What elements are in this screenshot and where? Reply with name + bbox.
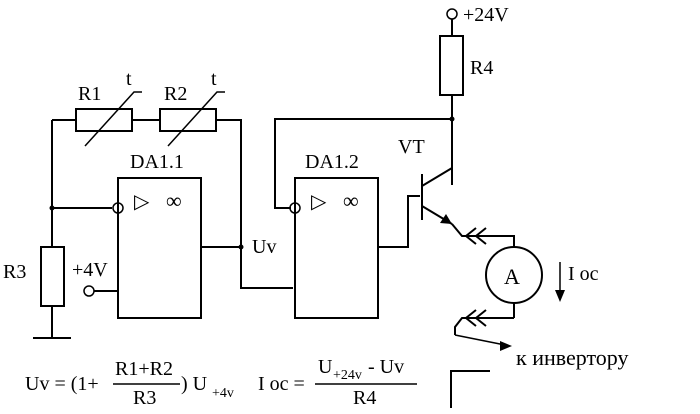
formula-uv: Uv = (1+ R1+R2 R3 ) U +4v (25, 358, 234, 409)
formula-ioc-num-u: U (318, 356, 333, 378)
da11-label: DA1.1 (130, 151, 184, 173)
inverter-wire (454, 334, 506, 346)
inverter-arrow-icon (500, 341, 512, 351)
thermistor-r1-mark (84, 91, 142, 147)
da11-infinity-icon: ∞ (166, 188, 182, 213)
formula-uv-lhs: Uv = (1+ (25, 373, 99, 395)
ammeter-label: A (504, 264, 520, 289)
formula-uv-numerator: R1+R2 (115, 358, 173, 380)
formula-ioc-num-sub: +24v (333, 368, 362, 383)
vt-label: VT (398, 136, 425, 158)
emitter-arrow-icon (440, 214, 452, 224)
formula-ioc-denominator: R4 (353, 387, 376, 409)
emitter-wire (451, 223, 515, 247)
ioc-label: I oc (568, 263, 599, 285)
formula-ioc-num-rest: - Uv (368, 356, 404, 378)
thermistor-r2 (159, 108, 217, 132)
formula-uv-tail: ) U (181, 373, 208, 395)
formula-ioc: I oc = U +24v - Uv R4 (258, 356, 417, 409)
connector-lower-icon-2 (474, 309, 487, 327)
da12-label: DA1.2 (305, 151, 359, 173)
formula-uv-denominator: R3 (133, 387, 156, 409)
formula-uv-subscript: +4v (212, 386, 234, 401)
connector-lower-icon (464, 309, 477, 327)
wire-r2-to-uv (216, 119, 293, 289)
plus4v-terminal (83, 285, 95, 297)
r2-temp-label: t (211, 68, 217, 90)
da12-infinity-icon: ∞ (343, 188, 359, 213)
da12-inverting-input (289, 202, 301, 214)
junction-uv (238, 244, 244, 250)
plus4v-label: +4V (72, 259, 108, 281)
da11-triangle-icon: ▷ (134, 191, 150, 213)
connector-upper-icon-2 (474, 227, 487, 245)
opamp-da11 (117, 177, 202, 319)
resistor-r4 (439, 35, 464, 96)
r3-label: R3 (3, 261, 26, 283)
connector-upper-icon (464, 227, 477, 245)
resistor-r3 (40, 246, 65, 307)
da11-inverting-input (112, 202, 124, 214)
inverter-label: к инвертору (516, 345, 629, 370)
connector-lower-wire (454, 317, 514, 335)
supply-label: +24V (463, 4, 509, 26)
da12-triangle-icon: ▷ (311, 191, 327, 213)
da12-output-wire (378, 195, 420, 248)
transistor-collector (421, 167, 453, 187)
thermistor-r2-mark (167, 91, 225, 147)
supply-terminal: +24V (446, 4, 509, 26)
r2-label: R2 (164, 83, 187, 105)
r4-label: R4 (470, 57, 493, 79)
feedback-wire-da12 (274, 118, 452, 209)
r1-label: R1 (78, 83, 101, 105)
current-arrow-icon (555, 290, 565, 302)
formula-ioc-lhs: I oc = (258, 373, 305, 395)
uv-label: Uv (252, 236, 276, 258)
inverter-ground-wire (450, 370, 490, 408)
r1-temp-label: t (126, 68, 132, 90)
opamp-da12 (294, 177, 379, 319)
thermistor-r1 (75, 108, 133, 132)
